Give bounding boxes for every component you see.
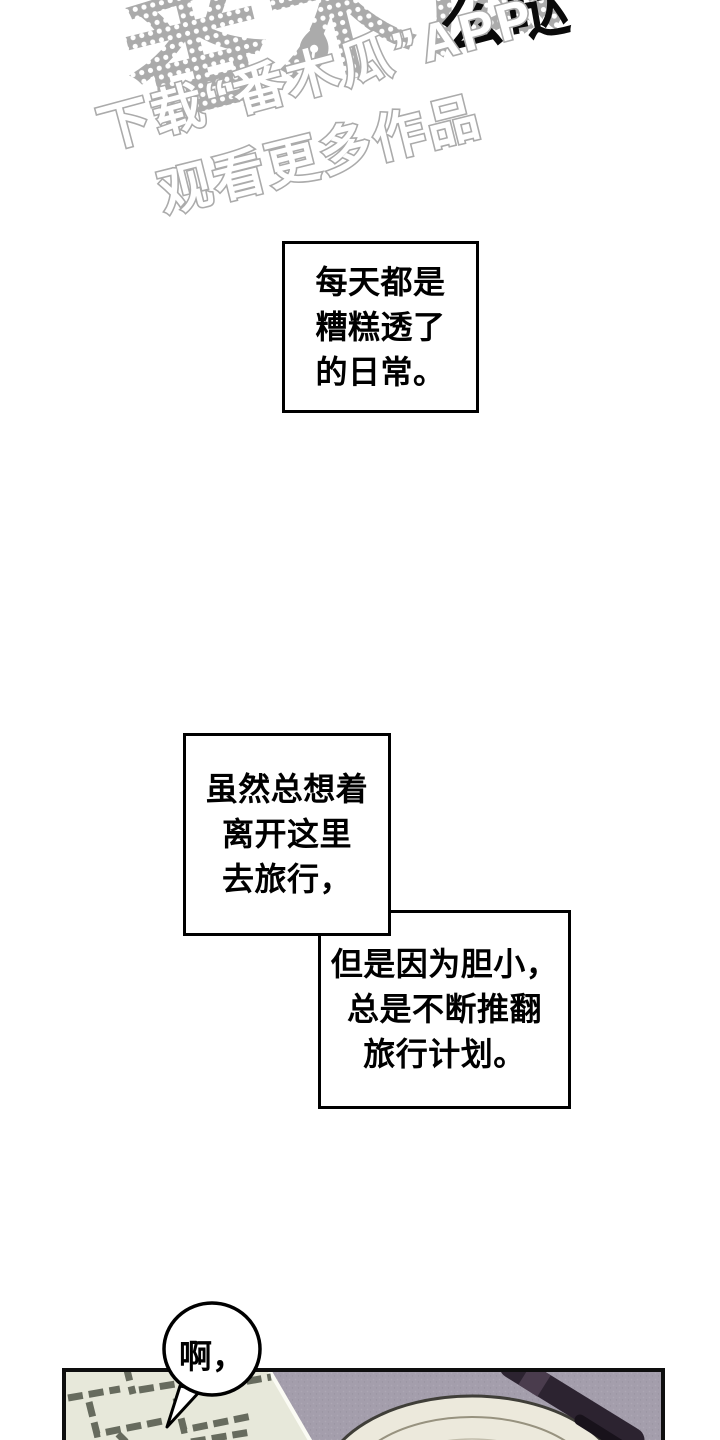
speech-bubble — [162, 1301, 262, 1429]
caption-line: 糟糕透了 — [315, 308, 446, 345]
caption-line: 总是不断推翻 — [346, 991, 542, 1027]
caption-box-2: 虽然总想着 离开这里 去旅行， — [183, 733, 391, 936]
caption-line: 虽然总想着 — [205, 771, 369, 807]
pen — [501, 1372, 645, 1440]
caption-line: 旅行计划。 — [363, 1036, 526, 1072]
illustration-panel — [62, 1368, 665, 1440]
caption-line: 但是因为胆小， — [330, 946, 559, 982]
caption-line: 去旅行， — [221, 861, 352, 897]
speech-bubble-text: 啊， — [179, 1338, 245, 1375]
caption-box-3: 但是因为胆小， 总是不断推翻 旅行计划。 — [318, 910, 571, 1109]
caption-line: 每天都是 — [315, 263, 446, 300]
caption-line: 离开这里 — [221, 816, 352, 852]
plate — [341, 1394, 603, 1440]
pen-nib-icon — [292, 16, 336, 83]
caption-line: 的日常。 — [315, 353, 446, 390]
desk-scene — [66, 1372, 661, 1440]
caption-box-1: 每天都是 糟糕透了 的日常。 — [282, 241, 479, 413]
